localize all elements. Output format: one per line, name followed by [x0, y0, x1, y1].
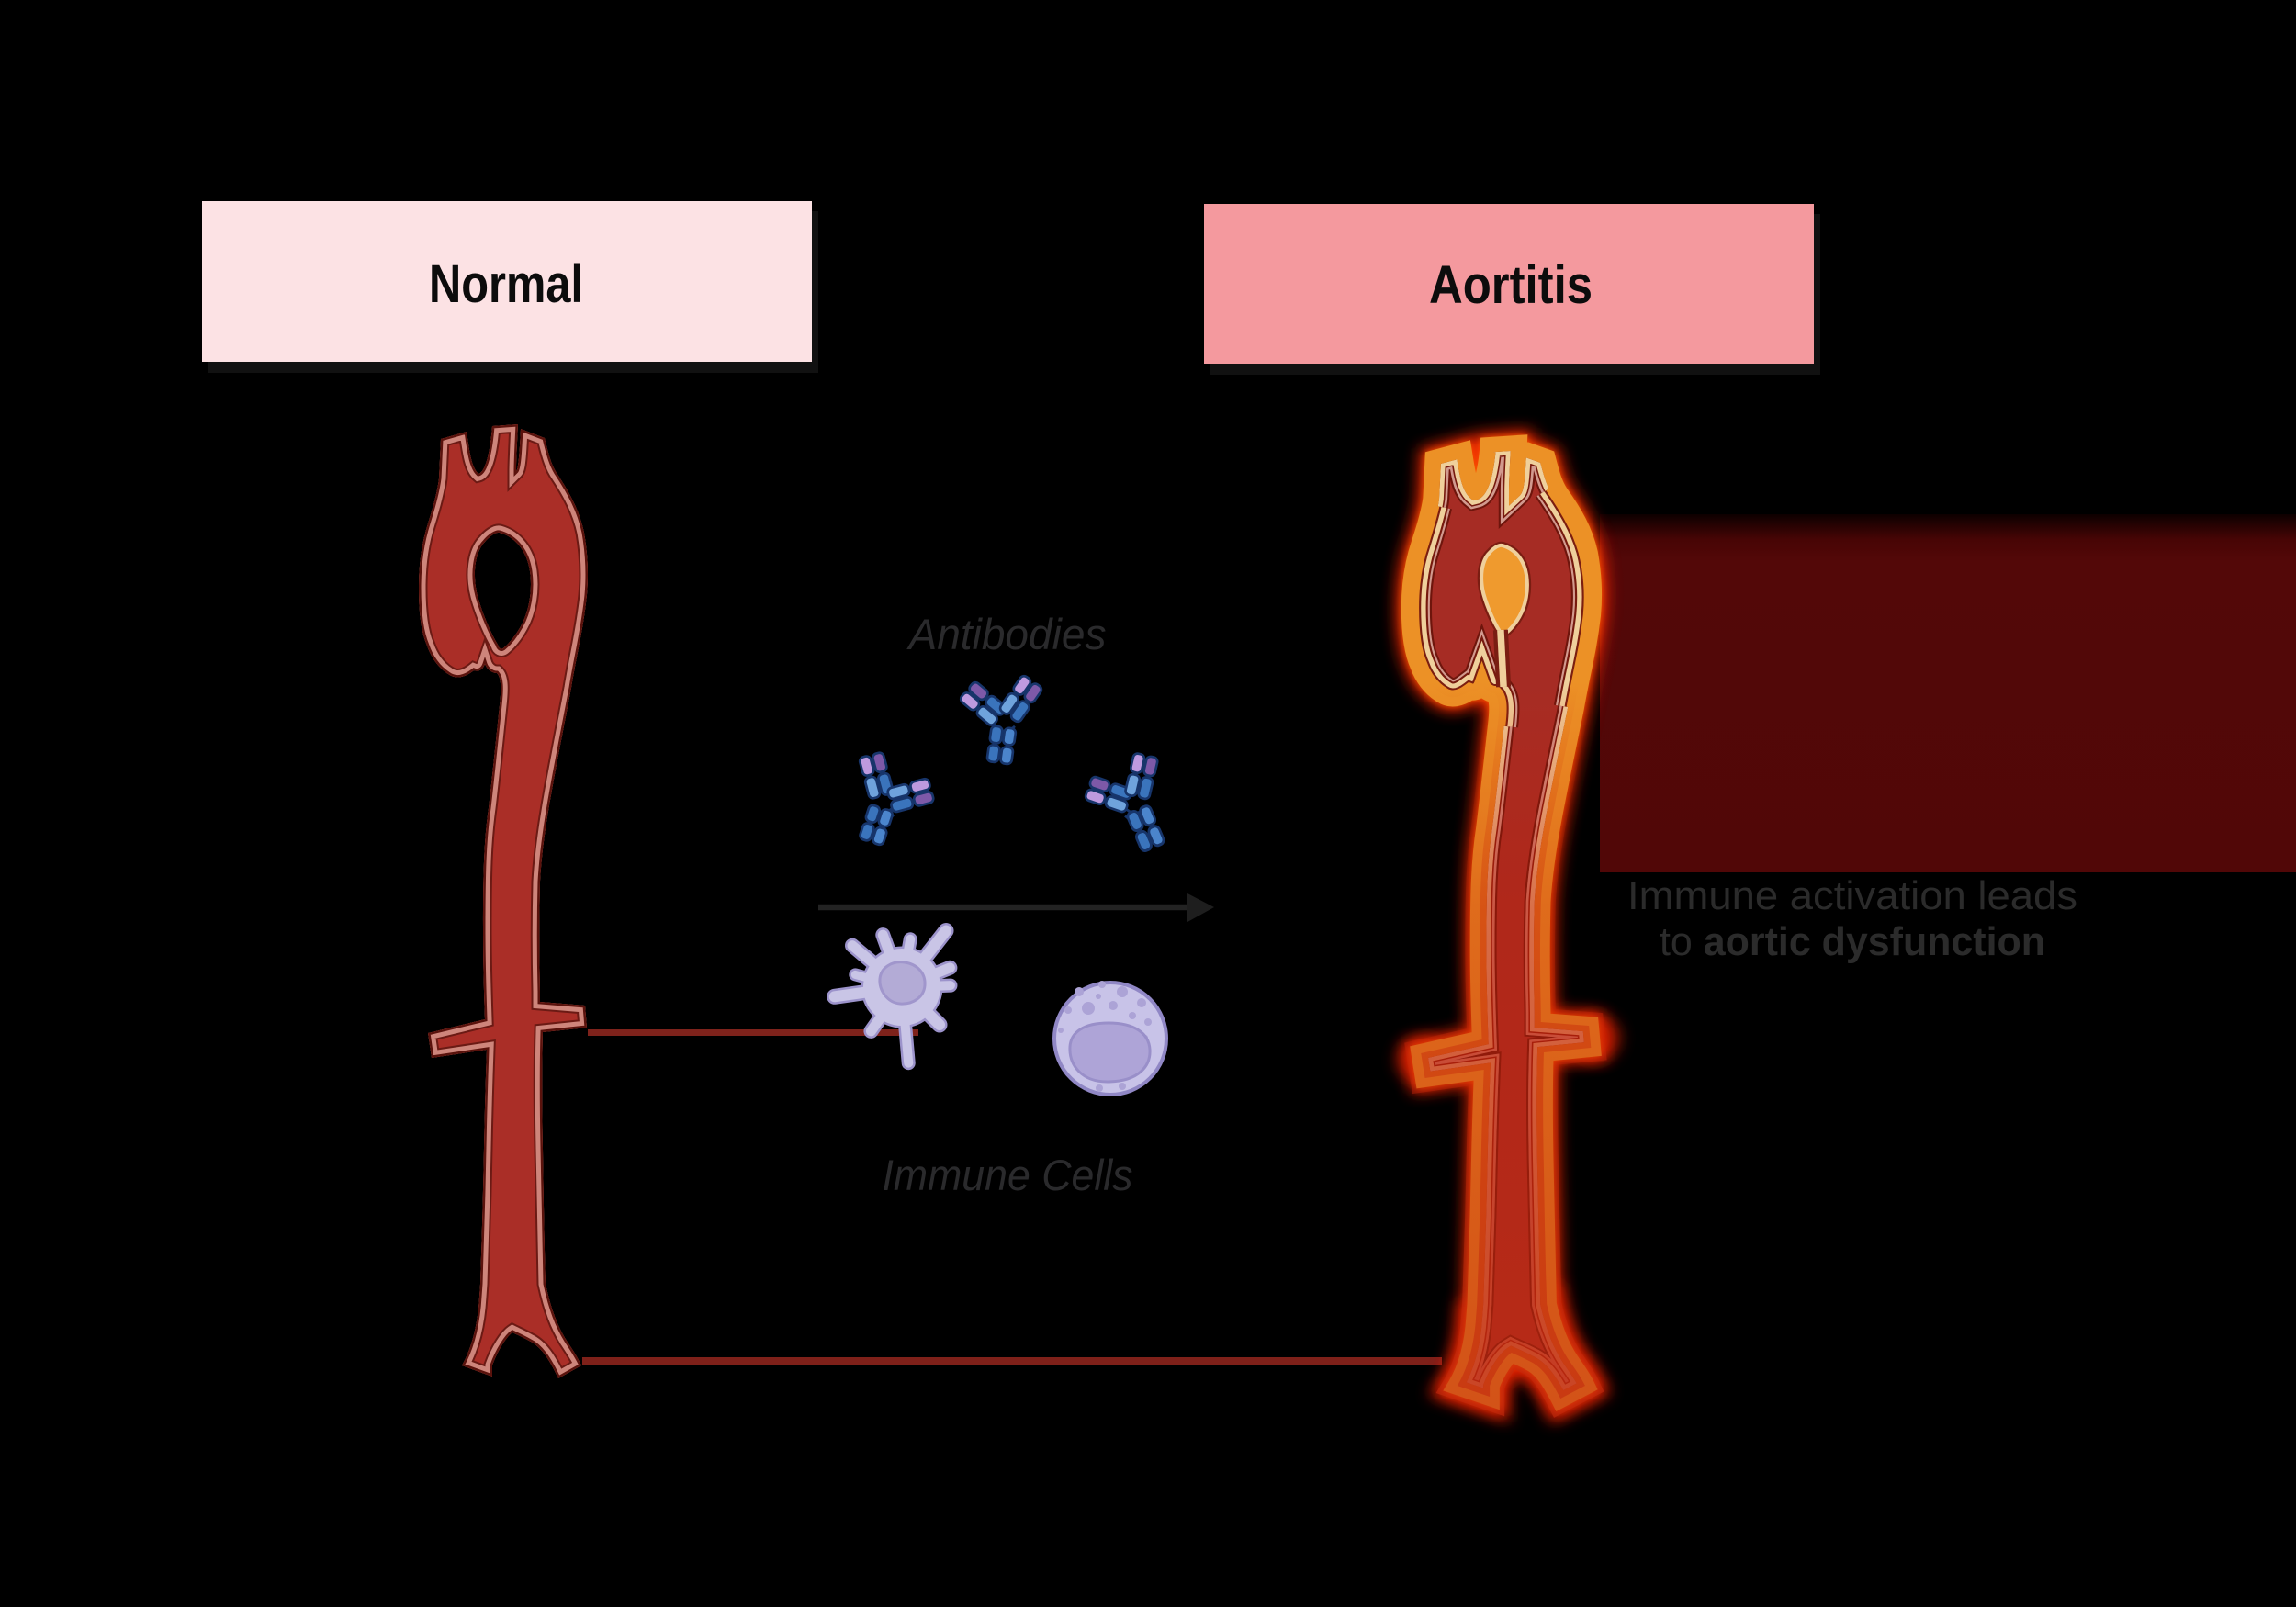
svg-text:Immune activation leads: Immune activation leads — [1627, 873, 2077, 918]
svg-text:to aortic dysfunction: to aortic dysfunction — [1660, 919, 2045, 964]
svg-text:Antibodies: Antibodies — [906, 610, 1107, 658]
svg-text:Normal: Normal — [429, 254, 583, 314]
svg-text:Immune Cells: Immune Cells — [883, 1151, 1133, 1199]
svg-text:Aortitis: Aortitis — [1429, 255, 1593, 315]
